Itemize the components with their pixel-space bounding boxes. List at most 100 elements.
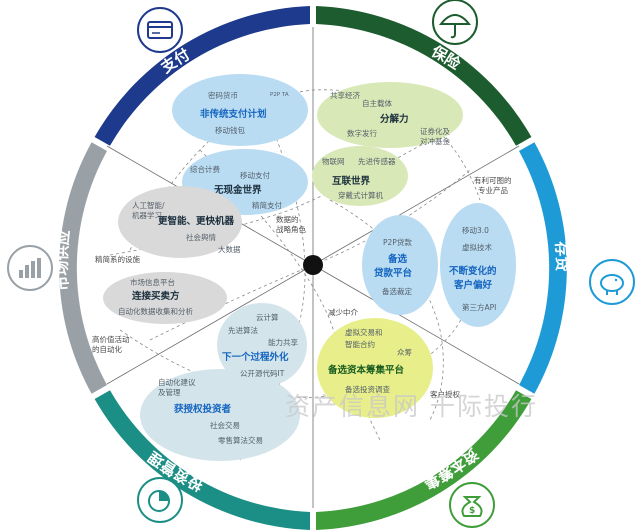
bubble-item: 备选投资调查 — [345, 384, 390, 394]
bubble-alternative-lending[interactable]: P2P贷款 备选 贷款平台 备选裁定 — [362, 215, 438, 315]
watermark: 资产信息网 千际投行 — [285, 392, 538, 421]
bubble-item: 市场信息平台 — [130, 277, 175, 287]
money-bag-icon: $ — [461, 496, 483, 517]
segment-label-market: 市场供应 — [53, 229, 73, 291]
bubble-title: 连接买卖方 — [132, 290, 180, 302]
divider-line — [312, 145, 520, 266]
segment-ring-payment[interactable] — [94, 6, 310, 146]
bubble-item: 社会交易 — [210, 420, 240, 430]
bubble-item: 对冲基金 — [420, 136, 450, 146]
bubble-title: 更智能、更快机器 — [158, 215, 235, 227]
bubble-changing-preferences[interactable]: 移动3.0 虚拟技术 不断变化的 客户偏好 第三方API — [440, 203, 516, 327]
bubble-item: 人工智能/ — [132, 200, 165, 210]
note-less-intermediation: 减少中介 — [328, 307, 358, 317]
bubble-item: 智能合约 — [345, 339, 375, 349]
pie-chart-icon — [148, 490, 170, 512]
bubble-shape — [312, 146, 408, 206]
bubble-item: 数字发行 — [347, 128, 377, 138]
credit-card-icon — [147, 21, 173, 39]
segment-ring-insurance[interactable] — [316, 6, 532, 146]
icon-badge-investment[interactable] — [137, 477, 183, 523]
bubble-title-line: 不断变化的 — [449, 265, 497, 277]
bubble-item: 大数据 — [218, 244, 241, 254]
bubble-alternative-capital[interactable]: 虚拟交易和 智能合约 众筹 备选资本筹集平台 备选投资调查 — [317, 318, 433, 418]
bubble-item: 云计算 — [256, 312, 279, 322]
bubble-item: 备选裁定 — [382, 286, 412, 296]
bubble-item: 先进传感器 — [358, 156, 396, 166]
segment-ring-capital[interactable] — [316, 390, 532, 530]
icon-badge-payment[interactable] — [137, 7, 183, 53]
note-data-role: 数据的 — [276, 214, 299, 224]
bubble-item: 众筹 — [397, 347, 412, 357]
bubble-item: 机器学习 — [132, 210, 162, 220]
icon-badge-market[interactable] — [7, 245, 53, 291]
bubble-item: 移动支付 — [240, 170, 270, 180]
bubble-title-line: 备选 — [387, 253, 408, 265]
icon-badge-insurance[interactable] — [432, 0, 478, 45]
bubble-item: P2P贷款 — [383, 237, 412, 247]
bubble-item: 证券化及 — [420, 126, 450, 136]
bubble-item: 物联网 — [322, 156, 345, 166]
bubble-title: 互联世界 — [332, 175, 371, 187]
bubble-item: 共享经济 — [330, 90, 360, 100]
bubble-shape — [362, 215, 438, 315]
svg-text:存贷: 存贷 — [552, 241, 571, 272]
note-high-value-automation: 的自动化 — [92, 344, 122, 354]
bubble-item: 能力共享 — [268, 337, 298, 347]
bubble-title: 分解力 — [380, 113, 409, 125]
bubble-title: 备选资本筹集平台 — [327, 364, 405, 376]
icon-badge-capital[interactable]: $ — [449, 482, 495, 528]
bubble-shape — [103, 272, 227, 324]
bubble-empowered-investor[interactable]: 自动化建议 及管理 获授权投资者 社会交易 零售算法交易 — [140, 369, 300, 461]
segment-ring-market[interactable] — [59, 142, 107, 394]
bubble-item: 移动钱包 — [215, 125, 245, 135]
bubble-smarter-machines[interactable]: 人工智能/ 机器学习 更智能、更快机器 社会舆情 大数据 — [118, 186, 242, 258]
bubble-shape — [440, 203, 516, 327]
bubble-connect-buyers-sellers[interactable]: 市场信息平台 连接买卖方 自动化数据收集和分析 — [103, 272, 227, 324]
svg-text:市场供应: 市场供应 — [53, 229, 73, 291]
bubble-item: 及管理 — [158, 387, 181, 397]
bubble-item: 虚拟技术 — [462, 242, 492, 252]
divider-line — [106, 264, 314, 385]
svg-text:$: $ — [469, 506, 475, 516]
bubble-item: 密码货币 — [208, 90, 238, 100]
note-beneficial-products: 专业产品 — [478, 185, 508, 195]
bubble-process-outsourcing[interactable]: 云计算 先进算法 能力共享 下一个过程外化 公开源代码IT — [217, 303, 307, 387]
bubble-shape — [317, 318, 433, 418]
bar-chart-icon — [19, 258, 41, 278]
note-high-value-automation: 高价值活动 — [92, 334, 130, 344]
segment-label-lending: 存贷 — [552, 241, 571, 272]
bubble-item: 自动化建议 — [158, 377, 196, 387]
dashed-curve — [129, 89, 481, 251]
bubble-item: 公开源代码IT — [240, 368, 285, 378]
bubble-item: 第三方API — [462, 302, 496, 312]
bubble-title: 无现金世界 — [213, 184, 262, 196]
piggy-bank-icon — [600, 274, 624, 295]
segment-ring-investment[interactable] — [94, 390, 310, 530]
icon-badge-lending[interactable] — [589, 259, 635, 305]
divider-line — [312, 264, 520, 385]
bubble-connected-world[interactable]: 物联网 先进传感器 互联世界 穿戴式计算机 — [312, 146, 408, 206]
bubble-item: 穿戴式计算机 — [338, 190, 383, 200]
bubble-title-line: 贷款平台 — [374, 267, 413, 279]
bubble-title: 获授权投资者 — [173, 403, 232, 415]
bubble-item: 移动3.0 — [462, 225, 489, 235]
bubble-nontraditional-payment[interactable]: 密码货币 P2P TA 非传统支付计划 移动钱包 — [172, 74, 308, 146]
bubble-shape — [317, 82, 463, 148]
bubble-item: 先进算法 — [228, 325, 258, 335]
bubble-shape — [172, 74, 308, 146]
center-hub — [303, 255, 323, 275]
note-fine-facilities: 精简系的设施 — [95, 254, 140, 264]
bubble-item: 自主载体 — [362, 98, 392, 108]
bubble-item: 社会舆情 — [186, 232, 216, 242]
bubble-title: 非传统支付计划 — [200, 108, 267, 120]
bubble-item: 零售算法交易 — [218, 435, 263, 445]
bubble-disaggregation[interactable]: 共享经济 自主载体 分解力 数字发行 证券化及 对冲基金 — [317, 82, 463, 148]
bubble-shape — [217, 303, 307, 387]
bubble-title: 下一个过程外化 — [222, 351, 289, 363]
segment-ring-lending[interactable] — [519, 142, 567, 394]
bubble-item: 虚拟交易和 — [345, 327, 383, 337]
umbrella-icon — [438, 14, 472, 39]
dashed-curve — [329, 199, 444, 421]
